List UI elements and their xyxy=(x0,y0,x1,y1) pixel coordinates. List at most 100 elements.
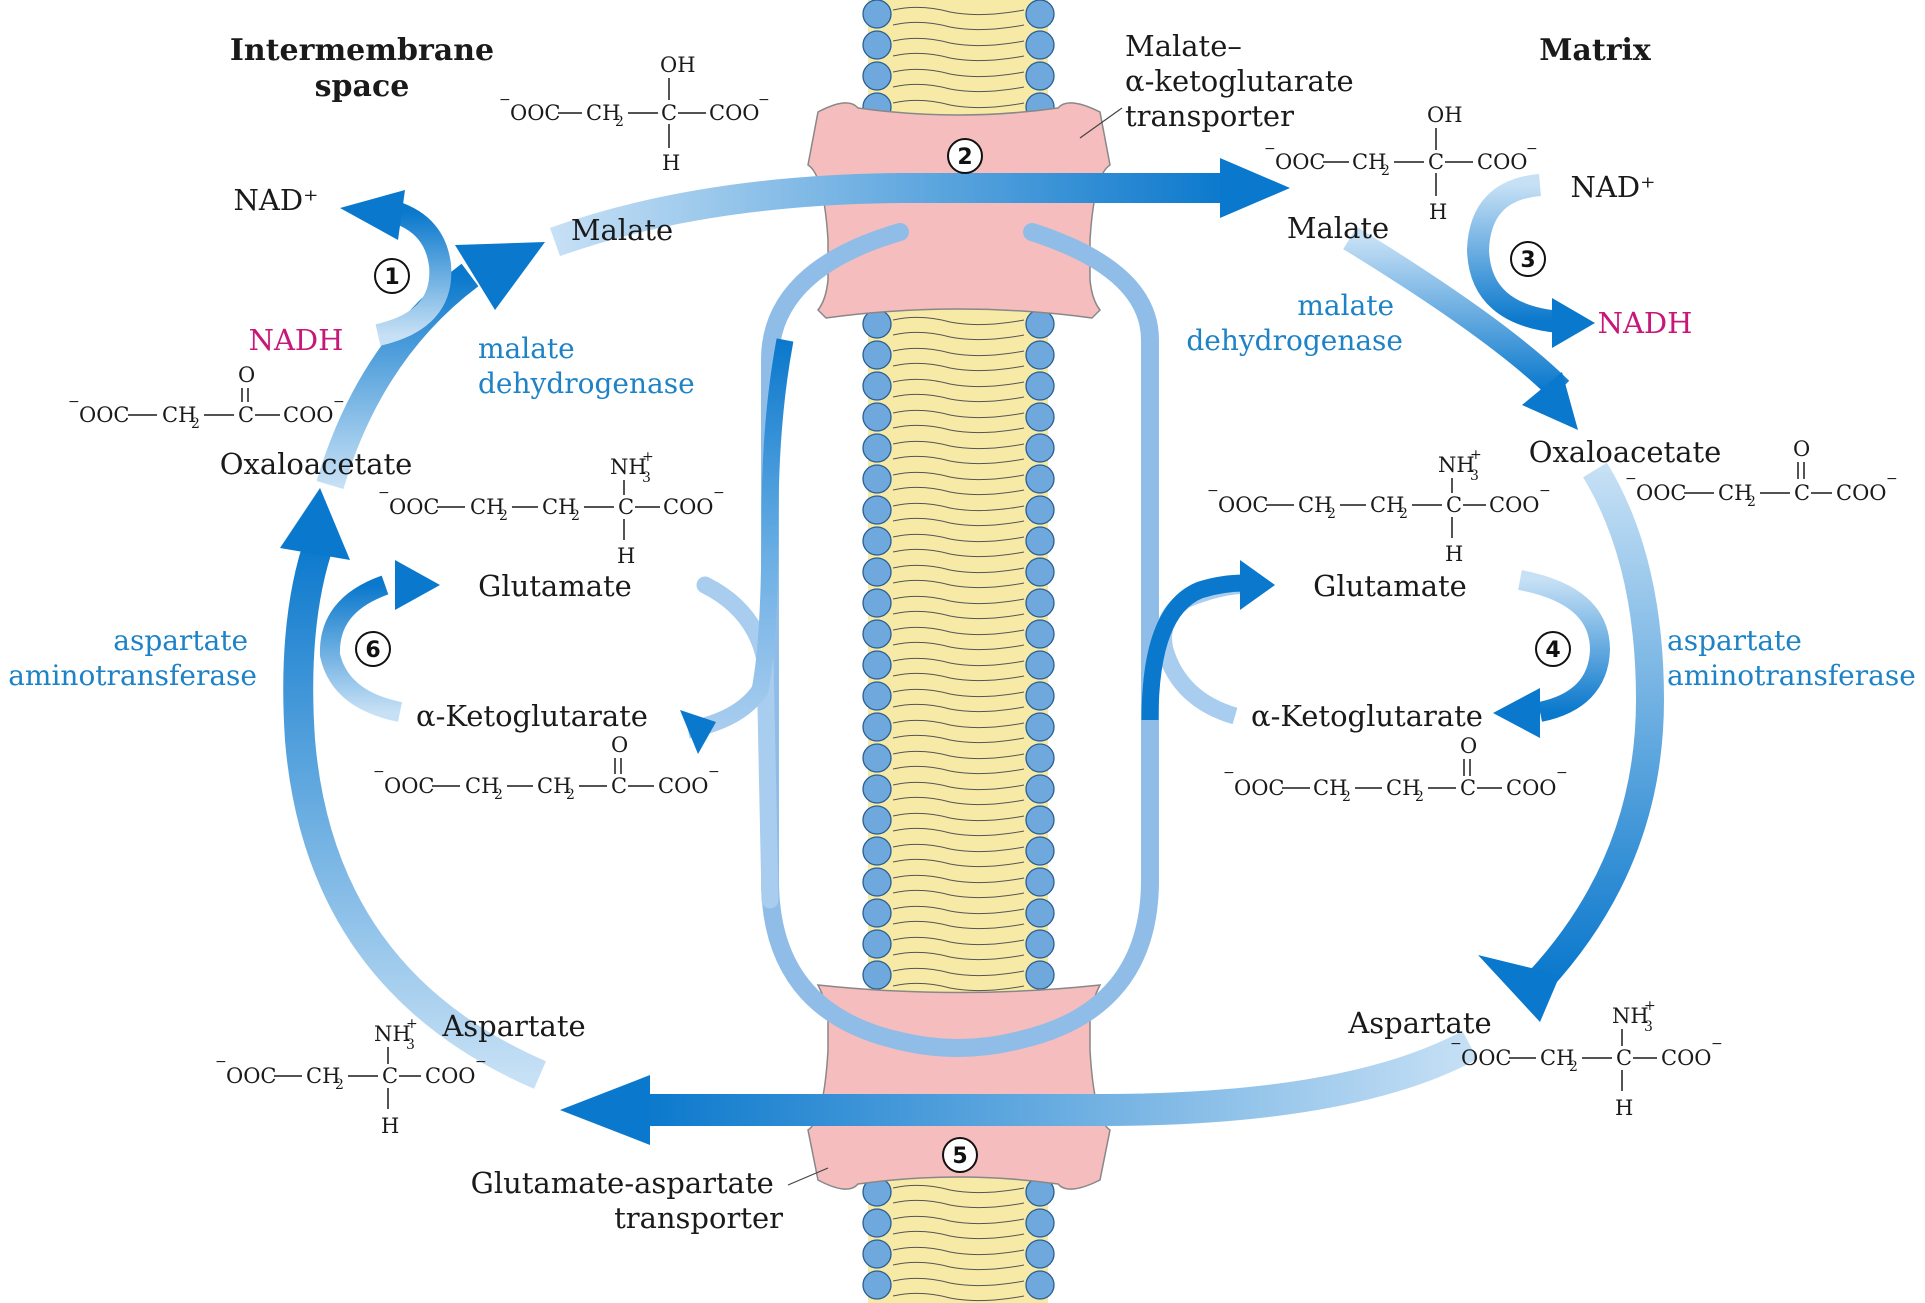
svg-text:−: − xyxy=(333,394,345,410)
svg-text:OOC: OOC xyxy=(1636,481,1687,505)
svg-text:CH: CH xyxy=(465,774,499,798)
lipid-tail xyxy=(892,1199,1025,1209)
transporter-pointer-top xyxy=(1079,107,1123,139)
svg-text:C: C xyxy=(1446,493,1462,517)
lipid-tail xyxy=(892,920,1025,930)
lipid-head xyxy=(862,340,892,370)
lipid-tail xyxy=(892,378,1025,388)
svg-text:OOC: OOC xyxy=(79,403,130,427)
lipid-tail xyxy=(892,331,1025,341)
svg-text:OOC: OOC xyxy=(1234,776,1285,800)
lipid-head xyxy=(1025,61,1055,91)
lipid-head xyxy=(1025,712,1055,742)
svg-text:C: C xyxy=(382,1064,398,1088)
mdh-ims-line-1: malate xyxy=(478,332,575,365)
svg-text:CH: CH xyxy=(1718,481,1752,505)
nad-arrowhead xyxy=(340,190,405,240)
step-4-label: 4 xyxy=(1545,638,1560,663)
lipid-tail xyxy=(892,765,1025,775)
lipid-tail xyxy=(892,1261,1025,1271)
akg-left-arrowhead xyxy=(680,710,716,754)
lipid-tail xyxy=(892,83,1025,93)
svg-text:2: 2 xyxy=(1381,163,1390,179)
lipid-tail xyxy=(892,672,1025,682)
malate-structure-ims: −OOC CH2 C COO− OH H xyxy=(499,53,770,175)
matrix-title: Matrix xyxy=(1539,33,1652,68)
lipid-tail xyxy=(892,610,1025,620)
akg-to-glutamate-arrow-left xyxy=(319,575,403,722)
svg-text:−: − xyxy=(1625,471,1637,487)
aspartate-transport-arrowhead xyxy=(560,1075,650,1145)
step-3-label: 3 xyxy=(1520,248,1535,273)
glutamate-label-ims: Glutamate xyxy=(478,569,632,603)
lipid-head xyxy=(862,309,892,339)
oxaloacetate-structure-matrix: −OOC CH2 C COO− O xyxy=(1625,437,1898,510)
svg-text:CH: CH xyxy=(1313,776,1347,800)
svg-text:C: C xyxy=(1794,481,1810,505)
lipid-head xyxy=(1025,309,1055,339)
lipid-head xyxy=(1025,557,1055,587)
svg-text:OOC: OOC xyxy=(226,1064,277,1088)
svg-text:2: 2 xyxy=(499,508,508,524)
oaa-to-malate-arrowhead xyxy=(455,242,545,310)
aspartate-structure-matrix: −OOC CH2 C COO− NH3+ H xyxy=(1450,998,1723,1120)
svg-text:CH: CH xyxy=(586,101,620,125)
lipid-tail xyxy=(892,486,1025,496)
nadh-arrowhead xyxy=(1552,298,1595,348)
svg-text:H: H xyxy=(662,151,680,175)
lipid-tail xyxy=(892,595,1025,605)
akg-label-matrix: α-Ketoglutarate xyxy=(1251,699,1483,733)
lipid-tail xyxy=(892,734,1025,744)
svg-text:CH: CH xyxy=(162,403,196,427)
step-6-marker: 6 xyxy=(355,631,391,667)
step-1-marker: 1 xyxy=(374,258,410,294)
lipid-tail xyxy=(892,1292,1025,1302)
lipid-tail xyxy=(892,68,1025,78)
lipid-tail xyxy=(892,889,1025,899)
svg-text:CH: CH xyxy=(1352,150,1386,174)
lipid-head xyxy=(862,836,892,866)
svg-text:COO: COO xyxy=(283,403,334,427)
malate-to-oaa-arrowhead xyxy=(1522,372,1578,430)
cofactor-arrows xyxy=(319,174,1611,738)
lipid-head xyxy=(1025,30,1055,60)
svg-text:2: 2 xyxy=(615,114,624,130)
svg-text:2: 2 xyxy=(1415,789,1424,805)
step-6-label: 6 xyxy=(365,638,380,663)
glu-asp-label-line-1: Glutamate-aspartate xyxy=(471,1166,774,1200)
malate-label-ims: Malate xyxy=(571,213,673,247)
lipid-head xyxy=(862,371,892,401)
svg-text:−: − xyxy=(1556,765,1568,781)
svg-text:−: − xyxy=(475,1054,487,1070)
svg-text:2: 2 xyxy=(1327,506,1336,522)
lipid-tail xyxy=(892,1277,1025,1287)
lipid-head xyxy=(862,681,892,711)
lipid-head xyxy=(1025,495,1055,525)
lipid-tail xyxy=(892,812,1025,822)
svg-text:C: C xyxy=(238,403,254,427)
svg-text:CH: CH xyxy=(1540,1046,1574,1070)
lipid-tail xyxy=(892,781,1025,791)
step-3-marker: 3 xyxy=(1510,241,1546,277)
svg-text:−: − xyxy=(1223,765,1235,781)
svg-text:OOC: OOC xyxy=(1461,1046,1512,1070)
lipid-head xyxy=(1025,340,1055,370)
lipid-tail xyxy=(892,1230,1025,1240)
lipid-tail xyxy=(892,37,1025,47)
aspartate-label-ims: Aspartate xyxy=(441,1009,585,1043)
lipid-head xyxy=(862,0,892,29)
lipid-head xyxy=(862,1239,892,1269)
svg-text:−: − xyxy=(373,764,385,780)
lipid-tail xyxy=(892,502,1025,512)
glutamate-inner-path-right xyxy=(1141,574,1246,721)
mdh-label-ims: malate dehydrogenase xyxy=(478,332,695,400)
svg-text:C: C xyxy=(611,774,627,798)
svg-text:CH: CH xyxy=(537,774,571,798)
nadh-label-ims: NADH xyxy=(249,323,344,357)
svg-text:−: − xyxy=(1264,141,1276,157)
lipid-head xyxy=(862,1208,892,1238)
glu-asp-label-line-2: transporter xyxy=(614,1201,783,1235)
svg-text:COO: COO xyxy=(1477,150,1528,174)
svg-text:OOC: OOC xyxy=(1275,150,1326,174)
lipid-head xyxy=(1025,0,1055,29)
